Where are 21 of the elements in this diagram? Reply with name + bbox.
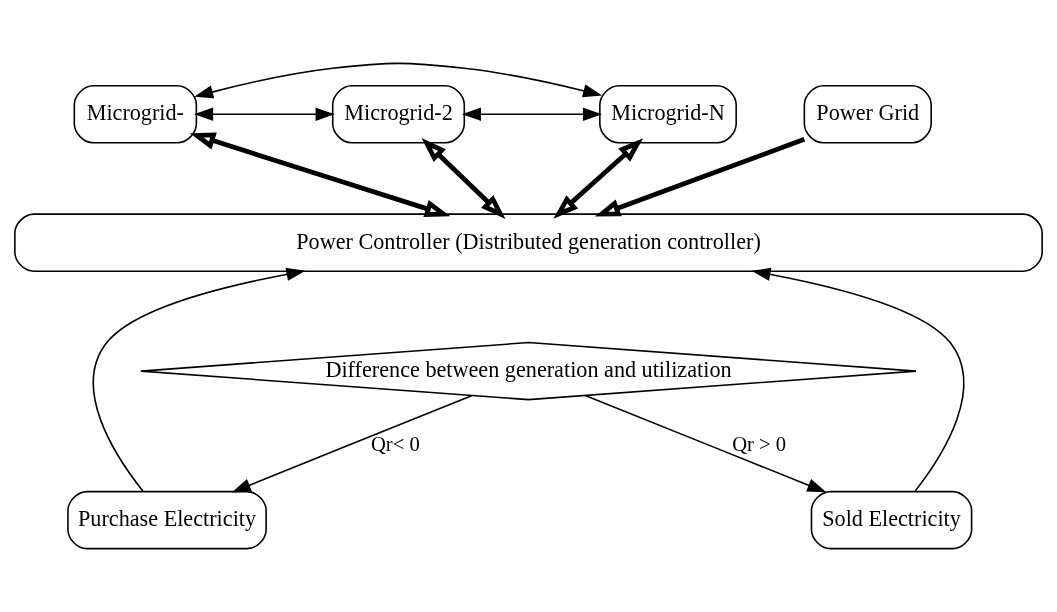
arrow [189, 132, 451, 217]
node-diamond: Difference between generation and utilization [140, 341, 917, 401]
node-box: Microgrid- [73, 84, 198, 144]
node-box: Sold Electricity [810, 490, 973, 550]
arrow [421, 138, 506, 219]
arrow [194, 62, 603, 99]
node-box: Microgrid-N [599, 84, 737, 144]
arrow [231, 394, 473, 493]
arrow [594, 137, 806, 217]
edge-label: Qr > 0 [732, 433, 787, 455]
node-box: Power Grid [803, 84, 932, 144]
arrow [584, 394, 827, 493]
node-box: Purchase Electricity [67, 490, 267, 550]
arrow [92, 267, 306, 493]
arrow [194, 107, 335, 121]
node-box: Power Controller (Distributed generation controller) [14, 213, 1043, 273]
arrow [751, 267, 965, 493]
arrow [553, 138, 644, 219]
edge-label: Qr< 0 [370, 433, 420, 455]
node-box: Microgrid-2 [331, 84, 466, 144]
arrow [461, 107, 602, 121]
